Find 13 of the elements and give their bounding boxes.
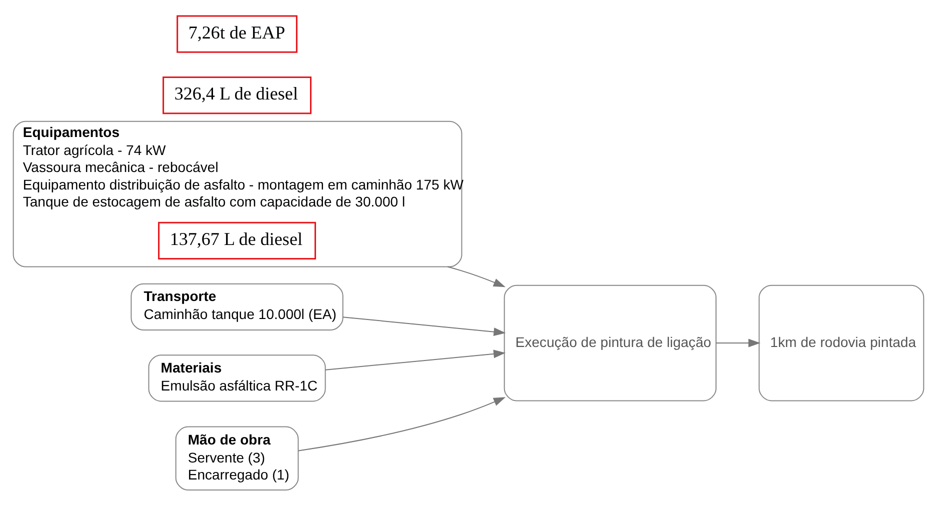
node-box: Mão de obra Servente (3) Encarregado (1) bbox=[174, 426, 298, 490]
node-box: Materiais Emulsão asfáltica RR-1C bbox=[148, 354, 326, 402]
node-box: Execução de pintura de ligação bbox=[503, 284, 716, 402]
node-box: 7,26t de EAP bbox=[176, 15, 297, 53]
arrow bbox=[447, 266, 506, 288]
arrow bbox=[342, 316, 506, 336]
node-box: 326,4 L de diesel bbox=[162, 76, 312, 114]
node-box: 1km de rodovia pintada bbox=[758, 284, 924, 402]
node-box: Transporte Caminhão tanque 10.000l (EA) bbox=[130, 283, 343, 330]
arrow bbox=[298, 397, 506, 452]
node-box: 137,67 L de diesel bbox=[158, 222, 316, 260]
arrow bbox=[716, 338, 760, 348]
arrow bbox=[324, 350, 506, 370]
